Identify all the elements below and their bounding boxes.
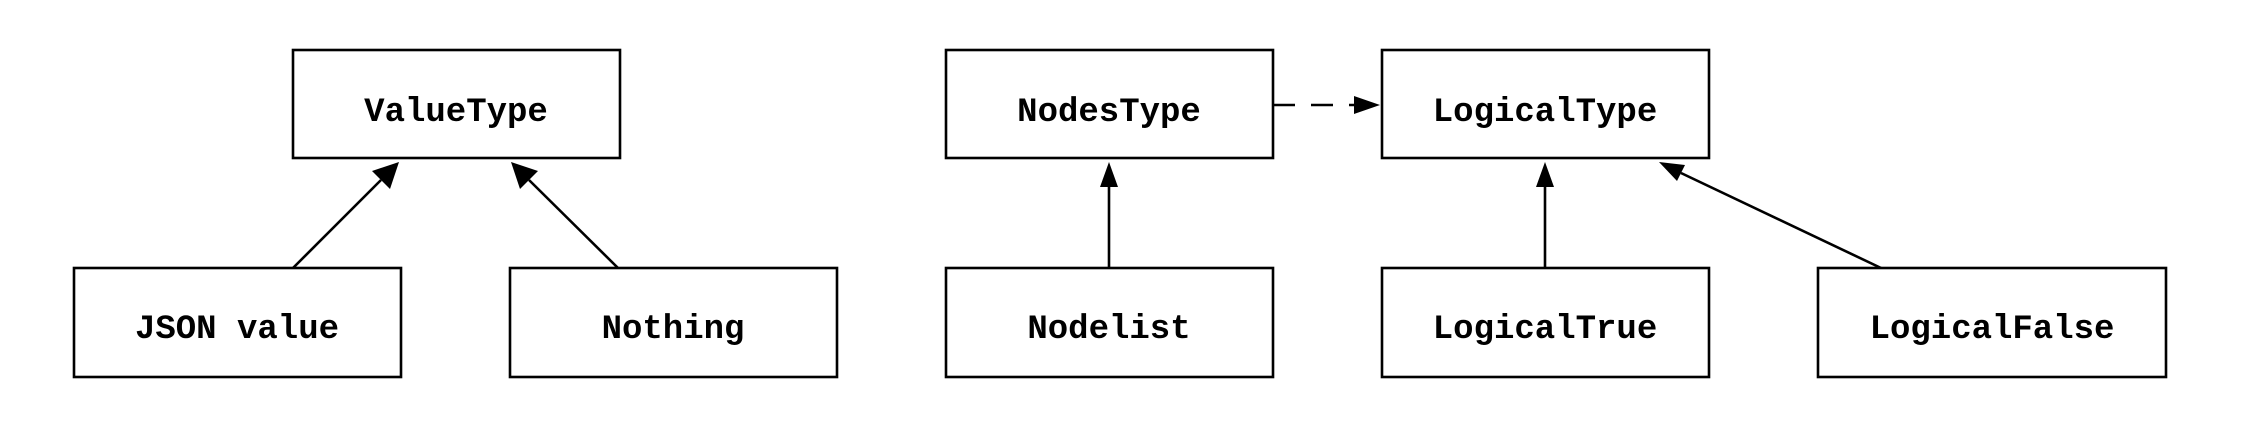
edge-nothing-to-valuetype bbox=[511, 162, 619, 269]
node-nothing-label: Nothing bbox=[602, 311, 745, 349]
node-logical-false: LogicalFalse bbox=[1816, 266, 2168, 379]
node-logical-type: LogicalType bbox=[1380, 48, 1711, 160]
node-nodes-type: NodesType bbox=[944, 48, 1275, 160]
node-nothing: Nothing bbox=[508, 266, 839, 379]
edge-logicalfalse-to-logicaltype bbox=[1659, 162, 1882, 270]
edge-nodelist-to-nodestype bbox=[1100, 162, 1118, 268]
node-value-type-label: ValueType bbox=[364, 94, 548, 132]
node-logical-type-label: LogicalType bbox=[1433, 94, 1657, 132]
node-json-value-label: JSON value bbox=[135, 311, 339, 349]
node-value-type: ValueType bbox=[291, 48, 622, 160]
node-logical-false-label: LogicalFalse bbox=[1870, 311, 2115, 349]
node-logical-true-label: LogicalTrue bbox=[1433, 311, 1657, 349]
node-json-value: JSON value bbox=[72, 266, 403, 379]
node-nodelist-label: Nodelist bbox=[1027, 311, 1190, 349]
edge-jsonvalue-to-valuetype bbox=[292, 162, 399, 269]
node-nodes-type-label: NodesType bbox=[1017, 94, 1201, 132]
edge-logicaltrue-to-logicaltype bbox=[1536, 162, 1554, 268]
node-nodelist: Nodelist bbox=[944, 266, 1275, 379]
edge-nodestype-to-logicaltype bbox=[1273, 96, 1380, 114]
node-logical-true: LogicalTrue bbox=[1380, 266, 1711, 379]
